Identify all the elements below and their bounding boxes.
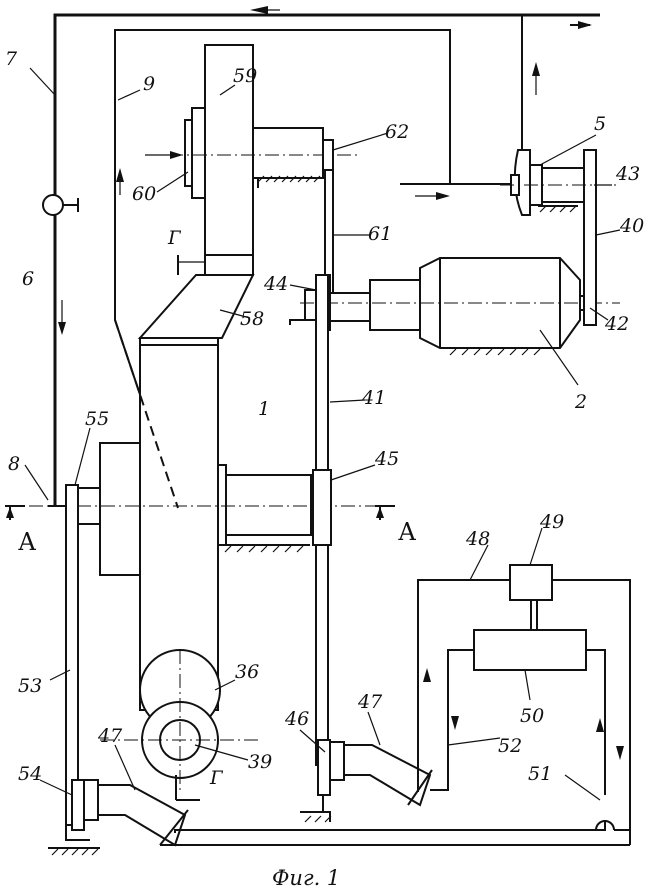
duct-58 <box>140 275 253 338</box>
label-50: 50 <box>520 705 544 727</box>
label-60: 60 <box>132 183 156 205</box>
label-55: 55 <box>85 408 109 430</box>
nozzle-47-left <box>84 780 605 845</box>
label-44: 44 <box>263 273 288 295</box>
label-48: 48 <box>465 528 490 550</box>
label-54: 54 <box>18 763 42 785</box>
label-47-left: 47 <box>97 725 123 747</box>
label-59: 59 <box>233 65 257 87</box>
motor-2 <box>290 258 620 355</box>
valve-6 <box>43 195 78 335</box>
label-section-a-left: А <box>18 528 36 556</box>
label-5: 5 <box>594 113 606 135</box>
label-2: 2 <box>574 391 587 413</box>
drum-1 <box>78 320 321 710</box>
label-39: 39 <box>248 751 272 773</box>
label-42: 42 <box>604 313 629 335</box>
control-circuit <box>160 565 630 845</box>
label-8: 8 <box>8 453 20 475</box>
label-52: 52 <box>498 735 522 757</box>
label-1: 1 <box>258 398 270 420</box>
label-9: 9 <box>143 73 155 95</box>
label-58: 58 <box>240 308 264 330</box>
label-6: 6 <box>22 268 34 290</box>
label-view-g-bottom: Г <box>209 767 224 789</box>
label-46: 46 <box>284 708 309 730</box>
label-7: 7 <box>5 48 18 70</box>
label-43: 43 <box>615 163 640 185</box>
label-51: 51 <box>528 763 552 785</box>
label-62: 62 <box>385 121 409 143</box>
belt-40 <box>584 150 596 325</box>
label-53: 53 <box>18 675 42 697</box>
label-61: 61 <box>368 223 392 245</box>
nozzle-47-right <box>330 742 432 805</box>
label-view-g-top: Г <box>167 227 182 249</box>
belt-41 <box>300 275 331 822</box>
label-41: 41 <box>361 387 386 409</box>
label-47-right: 47 <box>357 691 383 713</box>
label-49: 49 <box>539 511 564 533</box>
label-40: 40 <box>619 215 644 237</box>
label-section-a-right: А <box>398 518 416 546</box>
fan-5 <box>500 150 620 215</box>
label-45: 45 <box>374 448 399 470</box>
figure-caption: Фиг. 1 <box>272 866 340 890</box>
label-36: 36 <box>235 661 259 683</box>
